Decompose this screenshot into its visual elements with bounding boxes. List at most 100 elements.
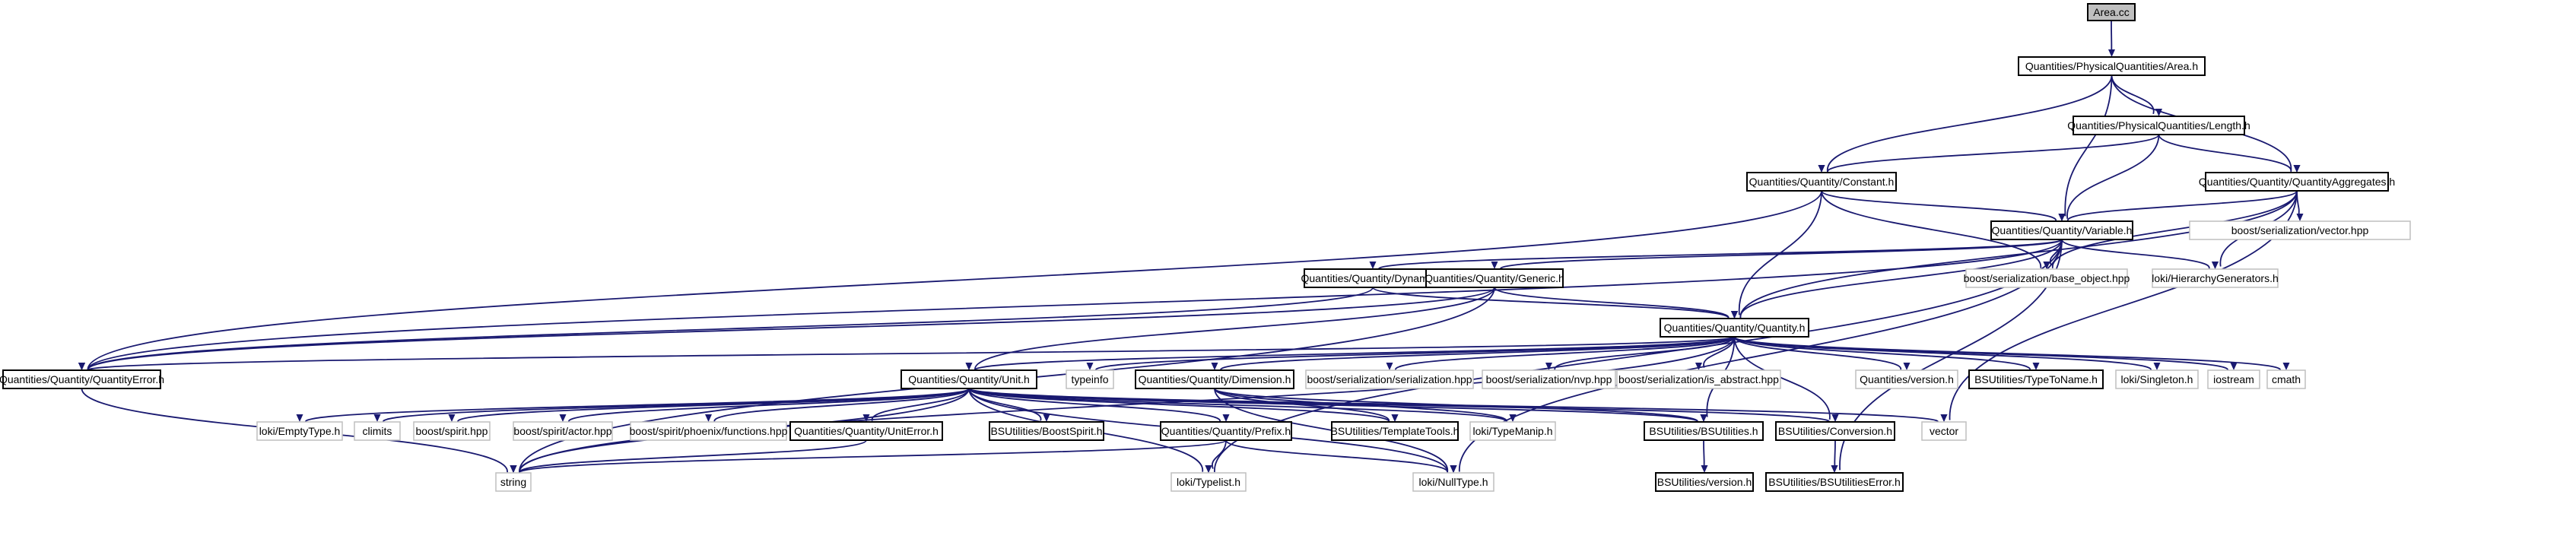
node-typeinfo: typeinfo bbox=[1066, 369, 1114, 389]
node-box bbox=[1965, 268, 2128, 288]
node-label: boost/serialization/is_abstract.hpp bbox=[1618, 373, 1779, 385]
node-box bbox=[1425, 268, 1564, 288]
node-box bbox=[1305, 369, 1474, 389]
node-conversion-h[interactable]: BSUtilities/Conversion.h bbox=[1775, 421, 1895, 441]
edge-variable_h-to-dynamic_h bbox=[1369, 239, 2063, 270]
arrowhead-icon bbox=[2212, 262, 2219, 269]
node-emptytype-h: loki/EmptyType.h bbox=[256, 421, 343, 441]
file-nodes: Area.ccQuantities/PhysicalQuantities/Are… bbox=[0, 3, 2411, 492]
node-quantity-h[interactable]: Quantities/Quantity/Quantity.h bbox=[1660, 318, 1809, 338]
edge-quantity_h-to-qerror_h bbox=[78, 336, 1736, 371]
node-qerror-h[interactable]: Quantities/Quantity/QuantityError.h bbox=[0, 369, 164, 389]
node-dimension-h[interactable]: Quantities/Quantity/Dimension.h bbox=[1135, 369, 1294, 389]
edge-line bbox=[1214, 388, 1390, 423]
node-label: BSUtilities/TemplateTools.h bbox=[1331, 425, 1460, 437]
edge-line bbox=[968, 388, 1507, 423]
node-box bbox=[2189, 220, 2411, 240]
node-area-cc[interactable]: Area.cc bbox=[2087, 3, 2136, 21]
node-constant-h[interactable]: Quantities/Quantity/Constant.h bbox=[1746, 172, 1897, 192]
arrowhead-icon bbox=[510, 465, 517, 473]
edge-line bbox=[1500, 239, 2063, 270]
node-label: Quantities/Quantity/Generic.h bbox=[1425, 272, 1564, 284]
arrowhead-icon bbox=[2153, 363, 2161, 370]
node-uniterror-h[interactable]: Quantities/Quantity/UnitError.h bbox=[789, 421, 943, 441]
arrowhead-icon bbox=[1509, 414, 1517, 422]
node-box bbox=[1135, 369, 1294, 389]
node-label: boost/serialization/nvp.hpp bbox=[1486, 373, 1612, 385]
node-bserror-h[interactable]: BSUtilities/BSUtilitiesError.h bbox=[1765, 472, 1904, 492]
edge-dimension_h-to-templatetools_h bbox=[1214, 388, 1399, 423]
edge-quantity_h-to-ser_ser bbox=[1386, 336, 1736, 371]
node-label: vector bbox=[1930, 425, 1958, 437]
arrowhead-icon bbox=[2032, 363, 2040, 370]
arrowhead-icon bbox=[965, 363, 973, 370]
edge-line bbox=[1378, 239, 2063, 270]
node-prefix-h[interactable]: Quantities/Quantity/Prefix.h bbox=[1160, 421, 1292, 441]
node-label: BSUtilities/BSUtilities.h bbox=[1649, 425, 1758, 437]
edge-variable_h-to-generic_h bbox=[1491, 239, 2063, 270]
node-qversion-h: Quantities/version.h bbox=[1855, 369, 1958, 389]
node-box bbox=[1765, 472, 1904, 492]
arrowhead-icon bbox=[1369, 262, 1377, 269]
edge-line bbox=[1494, 287, 1730, 319]
node-box bbox=[413, 421, 491, 441]
node-spirit-actor: boost/spirit/actor.hpp bbox=[513, 421, 613, 441]
node-label: Quantities/PhysicalQuantities/Area.h bbox=[2025, 60, 2198, 72]
node-box bbox=[1746, 172, 1897, 192]
node-label: loki/EmptyType.h bbox=[259, 425, 341, 437]
arrowhead-icon bbox=[1211, 363, 1218, 370]
arrowhead-icon bbox=[2296, 214, 2304, 221]
edge-line bbox=[1733, 336, 1901, 370]
edge-line bbox=[1095, 336, 1736, 371]
node-box bbox=[513, 421, 613, 441]
dependency-edges bbox=[78, 20, 2304, 474]
node-generic-h[interactable]: Quantities/Quantity/Generic.h bbox=[1425, 268, 1564, 288]
node-ser-nvp: boost/serialization/nvp.hpp bbox=[1482, 369, 1616, 389]
node-label: boost/spirit/phoenix/functions.hpp bbox=[630, 425, 788, 437]
arrowhead-icon bbox=[1391, 414, 1399, 422]
arrowhead-icon bbox=[448, 414, 456, 422]
node-templatetools-h[interactable]: BSUtilities/TemplateTools.h bbox=[1331, 421, 1460, 441]
node-variable-h[interactable]: Quantities/Quantity/Variable.h bbox=[1990, 220, 2133, 240]
edge-line bbox=[1372, 287, 1730, 319]
node-bsversion-h[interactable]: BSUtilities/version.h bbox=[1655, 472, 1754, 492]
node-boostspirit-h[interactable]: BSUtilities/BoostSpirit.h bbox=[989, 421, 1104, 441]
node-label: boost/spirit.hpp bbox=[416, 425, 488, 437]
edge-line bbox=[968, 388, 1698, 423]
edge-line bbox=[968, 388, 1390, 423]
node-bsutilities-h[interactable]: BSUtilities/BSUtilities.h bbox=[1644, 421, 1764, 441]
node-area-h[interactable]: Quantities/PhysicalQuantities/Area.h bbox=[2018, 56, 2206, 76]
node-aggregates-h[interactable]: Quantities/Quantity/QuantityAggregates.h bbox=[2199, 172, 2395, 192]
edge-dimension_h-to-typemanip_h bbox=[1214, 388, 1517, 423]
edge-unit_h-to-prefix_h bbox=[968, 388, 1230, 423]
node-unit-h[interactable]: Quantities/Quantity/Unit.h bbox=[900, 369, 1037, 389]
node-length-h[interactable]: Quantities/PhysicalQuantities/Length.h bbox=[2067, 116, 2250, 135]
node-box bbox=[1855, 369, 1958, 389]
edge-quantity_h-to-typetoname_h bbox=[1733, 336, 2040, 371]
node-box bbox=[630, 421, 787, 441]
node-box bbox=[2152, 268, 2279, 288]
node-typetoname-h[interactable]: BSUtilities/TypeToName.h bbox=[1968, 369, 2104, 389]
node-box bbox=[2018, 56, 2206, 76]
node-label: Quantities/Quantity/Quantity.h bbox=[1664, 322, 1806, 334]
node-label: Quantities/Quantity/Variable.h bbox=[1992, 224, 2133, 236]
edge-constant_h-to-variable_h bbox=[1821, 190, 2066, 222]
node-typelist-h: loki/Typelist.h bbox=[1170, 472, 1247, 492]
edge-uniterror_h-to-string bbox=[510, 439, 867, 474]
arrowhead-icon bbox=[1940, 414, 1948, 422]
node-label: loki/HierarchyGenerators.h bbox=[2152, 272, 2279, 284]
edge-line bbox=[1733, 336, 2031, 371]
node-iostream: iostream bbox=[2207, 369, 2260, 389]
node-ser-vector: boost/serialization/vector.hpp bbox=[2189, 220, 2411, 240]
arrowhead-icon bbox=[1205, 465, 1212, 473]
node-dynamic-h[interactable]: Quantities/Quantity/Dynamic.h bbox=[1301, 268, 1445, 288]
node-label: cmath bbox=[2272, 373, 2301, 385]
edge-line bbox=[968, 388, 1221, 423]
edge-line bbox=[1821, 190, 2042, 268]
node-label: boost/serialization/base_object.hpp bbox=[1964, 272, 2130, 284]
edge-line bbox=[568, 388, 970, 423]
edge-conversion_h-to-bserror_h bbox=[1831, 439, 1838, 473]
edge-line bbox=[1220, 336, 1736, 371]
node-spirit: boost/spirit.hpp bbox=[413, 421, 491, 441]
node-label: Quantities/Quantity/Dimension.h bbox=[1139, 373, 1291, 385]
